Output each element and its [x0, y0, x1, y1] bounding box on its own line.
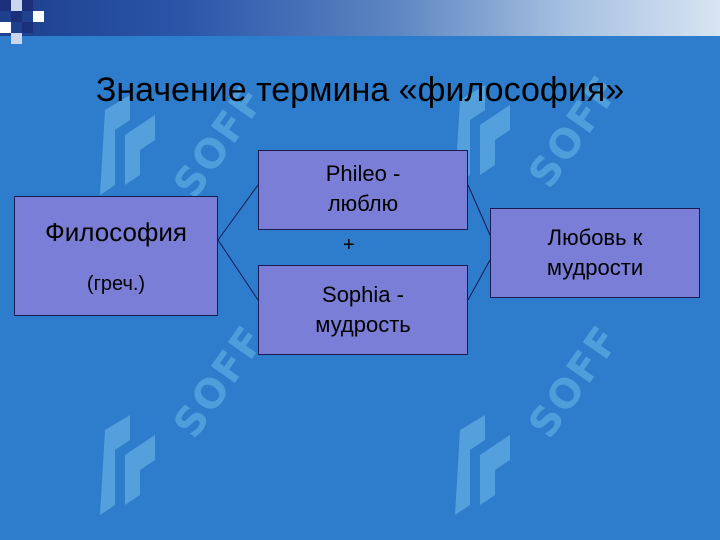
connector-sophia-result — [467, 259, 491, 301]
node-result-line1: Любовь к — [547, 225, 643, 250]
node-sophia-line2: мудрость — [315, 312, 411, 337]
node-sophia-line1: Sophia - — [322, 282, 404, 307]
connector-phileo-result — [467, 184, 491, 236]
slide-title: Значение термина «философия» — [95, 71, 625, 109]
node-result-line2: мудрости — [546, 255, 644, 280]
node-philosophy-sublabel: (греч.) — [86, 273, 146, 295]
node-phileo: Phileo - люблю — [258, 150, 468, 230]
connector-philosophy-sophia — [217, 239, 259, 301]
node-philosophy: Философия (греч.) — [14, 196, 218, 316]
node-result: Любовь к мудрости — [490, 208, 700, 298]
plus-operator: + — [343, 234, 355, 256]
header-gradient-band — [0, 0, 720, 36]
node-philosophy-label: Философия — [45, 217, 187, 247]
connector-philosophy-phileo — [217, 184, 259, 241]
node-sophia: Sophia - мудрость — [258, 265, 468, 355]
checker-decoration — [0, 0, 60, 44]
node-phileo-line2: люблю — [327, 191, 399, 216]
node-phileo-line1: Phileo - — [325, 161, 401, 186]
